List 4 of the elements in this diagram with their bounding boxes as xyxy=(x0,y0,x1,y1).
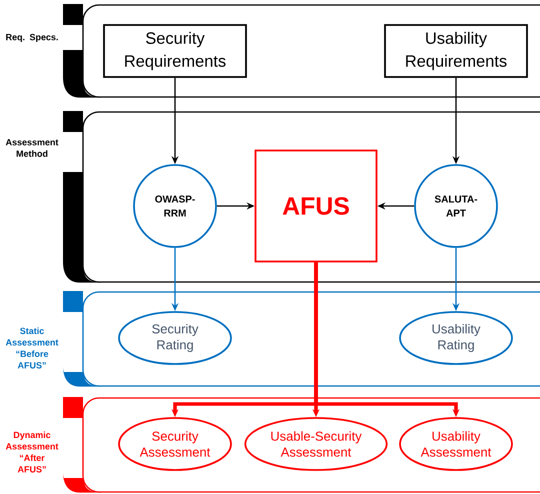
lane-label: Req. Specs. xyxy=(6,34,58,42)
lane-label: Static Assessment “Before AFUS” xyxy=(6,328,58,368)
lane-label: Dynamic Assessment “After AFUS” xyxy=(6,432,58,472)
lane-label: Assessment Method xyxy=(6,139,58,157)
